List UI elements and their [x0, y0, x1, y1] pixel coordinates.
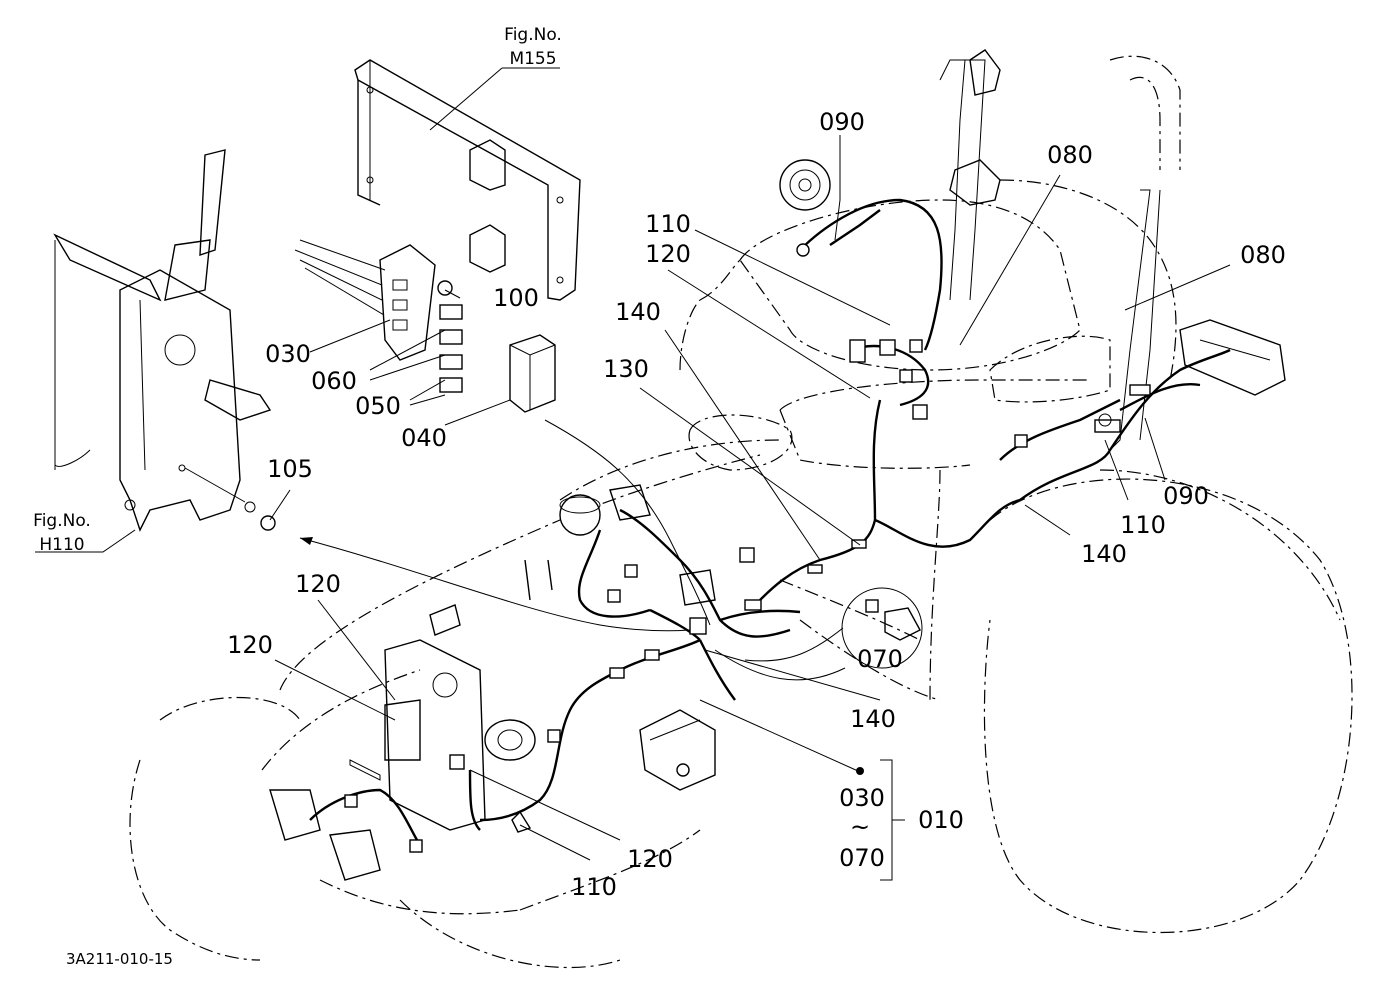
callout-label: 080	[1240, 241, 1286, 269]
callout-label: 040	[401, 424, 447, 452]
relay-inset	[744, 587, 923, 669]
callout-label: 010	[918, 806, 964, 834]
callout-label: ~	[850, 813, 870, 841]
callout-label: 090	[1163, 482, 1209, 510]
callout-label: 100	[493, 284, 539, 312]
callout-label: 120	[627, 845, 673, 873]
leader-lines	[35, 67, 1231, 881]
callout-label: 105	[267, 455, 313, 483]
lamps	[779, 49, 1286, 396]
callout-label: 120	[645, 240, 691, 268]
callout-label: 110	[645, 210, 691, 238]
callout-label: 030	[265, 340, 311, 368]
steering-frame	[53, 149, 272, 532]
callout-label: 140	[615, 298, 661, 326]
panel-bracket	[354, 59, 581, 301]
engine-components	[269, 484, 716, 881]
callout-label: 110	[571, 873, 617, 901]
drawing-number: 3A211-010-15	[66, 950, 173, 968]
callout-label: 060	[311, 367, 357, 395]
fuse-box	[294, 239, 556, 413]
callout-label: 070	[857, 645, 903, 673]
connectors	[244, 243, 1151, 853]
callout-label: 080	[1047, 141, 1093, 169]
callout-label: 050	[355, 392, 401, 420]
callout-label: 140	[1081, 540, 1127, 568]
tractor-body-outline	[129, 55, 1353, 969]
callout-label: 120	[227, 631, 273, 659]
figure-ref-number-left: H110	[39, 535, 84, 555]
callout-label: 130	[603, 355, 649, 383]
figure-ref-label-top: Fig.No.	[504, 25, 562, 45]
figure-ref-label-left: Fig.No.	[33, 511, 91, 531]
callout-label: 140	[850, 705, 896, 733]
callout-label: 090	[819, 108, 865, 136]
bullet-point	[856, 767, 864, 775]
callout-label: 110	[1120, 511, 1166, 539]
callout-label: 070	[839, 844, 885, 872]
wiring-harness	[309, 198, 1231, 846]
arrows	[184, 419, 846, 681]
figure-ref-number-top: M155	[509, 49, 556, 69]
callout-label: 120	[295, 570, 341, 598]
callout-label: 030	[839, 784, 885, 812]
